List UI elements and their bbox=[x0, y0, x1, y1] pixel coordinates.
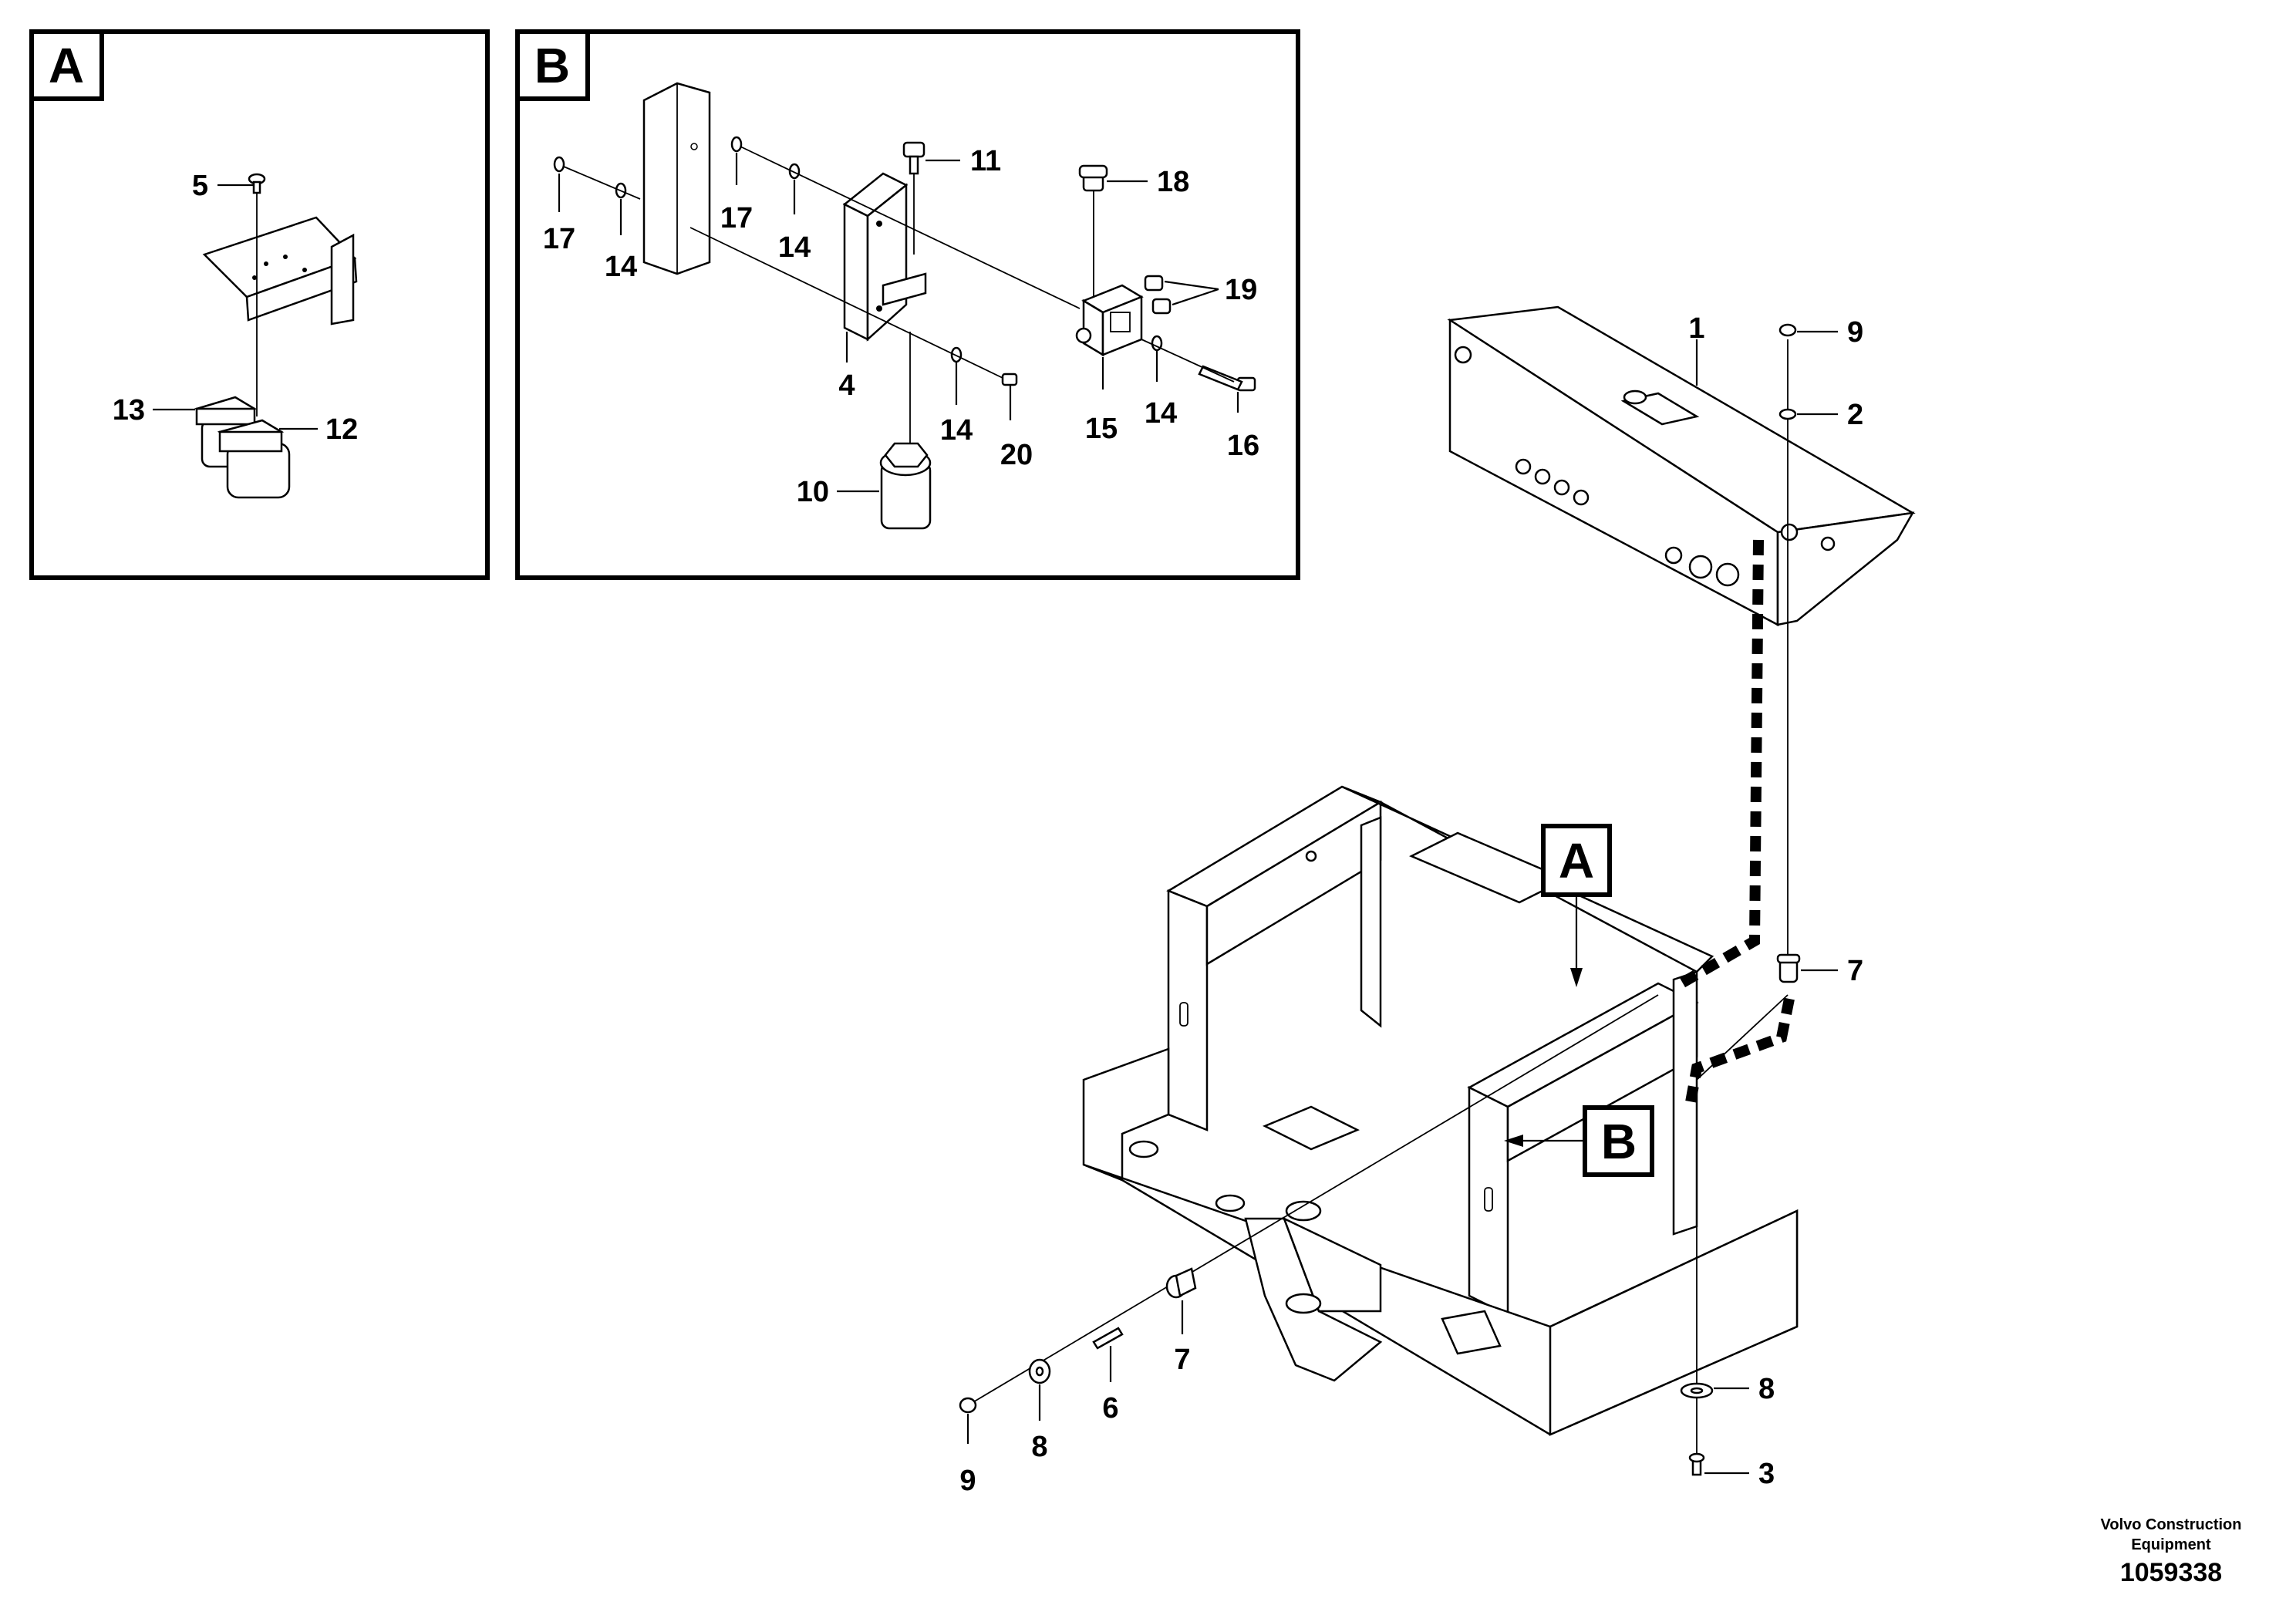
callout-label: 8 bbox=[1031, 1431, 1047, 1463]
leader-arrow bbox=[1570, 968, 1583, 987]
callout-label: 14 bbox=[778, 231, 811, 264]
callout-label: 2 bbox=[1847, 399, 1863, 431]
frame-illustration bbox=[1166, 785, 1714, 1317]
callout-label: 9 bbox=[1847, 316, 1863, 349]
callout-label: 18 bbox=[1157, 166, 1189, 198]
callout-label: 7 bbox=[1847, 955, 1863, 987]
main-assembly: A B 1 9 2 7 8 3 7 6 8 9 bbox=[959, 305, 1916, 1497]
detail-b-tag-box bbox=[515, 29, 590, 101]
callout-label: 9 bbox=[959, 1465, 976, 1497]
callout-label: 11 bbox=[970, 145, 1001, 177]
callout-label: 1 bbox=[1688, 312, 1704, 345]
callout-label: 17 bbox=[543, 223, 575, 255]
detail-b-tag: B bbox=[534, 38, 570, 93]
caption-line2: Equipment bbox=[2131, 1536, 2211, 1553]
detail-a-panel: A 5 13 12 bbox=[29, 29, 490, 580]
callout-label: 4 bbox=[838, 369, 855, 402]
callout-label: 15 bbox=[1085, 413, 1118, 445]
detail-a-tag-box bbox=[29, 29, 104, 101]
callout-label: 13 bbox=[113, 394, 145, 427]
detail-b-frame bbox=[515, 29, 1300, 580]
callout-label: 3 bbox=[1758, 1458, 1775, 1490]
screw-illustration bbox=[248, 173, 266, 416]
filter-illustration bbox=[879, 332, 932, 530]
callout-label: 7 bbox=[1174, 1344, 1190, 1376]
callout-label: 20 bbox=[1000, 439, 1033, 471]
frame-post-illustration bbox=[642, 82, 711, 275]
callout-label: 12 bbox=[325, 413, 358, 446]
callout-label: 6 bbox=[1102, 1392, 1118, 1425]
leader-line bbox=[1172, 288, 1219, 306]
leader-arrow bbox=[1504, 1135, 1523, 1147]
mount-axis-left bbox=[959, 994, 1659, 1414]
callout-label: 17 bbox=[720, 202, 753, 234]
detail-b-ref: B bbox=[1601, 1114, 1637, 1169]
bracket-illustration bbox=[842, 172, 927, 342]
assembly-axis-lines bbox=[563, 146, 1235, 383]
washer-screw-set-illustration bbox=[553, 136, 1256, 392]
detail-b-panel: B bbox=[515, 29, 1300, 580]
fittings-illustration bbox=[1144, 275, 1172, 315]
detail-a-frame bbox=[29, 29, 490, 580]
callout-label: 8 bbox=[1758, 1373, 1775, 1405]
caption-company: Volvo Construction bbox=[2101, 1516, 2242, 1533]
callout-label: 19 bbox=[1225, 274, 1257, 306]
control-box-illustration bbox=[1447, 305, 1916, 627]
leader-line bbox=[1164, 280, 1219, 291]
callout-label: 16 bbox=[1227, 430, 1259, 462]
mount-axis-right bbox=[1680, 323, 1801, 1476]
filter-assembly-illustration bbox=[194, 396, 291, 499]
detail-a-tag: A bbox=[49, 38, 84, 93]
bracket-plate-illustration bbox=[202, 216, 358, 325]
detail-a-ref-box bbox=[1541, 824, 1612, 897]
callout-label: 14 bbox=[605, 251, 637, 283]
connector-block-illustration bbox=[1075, 284, 1144, 357]
drawing-number: 1059338 bbox=[2120, 1558, 2222, 1587]
callout-label: 5 bbox=[192, 170, 208, 202]
callout-label: 14 bbox=[940, 414, 973, 447]
plug-illustration bbox=[1078, 164, 1108, 297]
detail-a-ref: A bbox=[1559, 833, 1594, 889]
callout-label: 10 bbox=[797, 476, 829, 508]
bolt-illustration bbox=[902, 141, 925, 255]
chassis-illustration bbox=[1082, 1047, 1799, 1436]
drawing-caption: Volvo Construction Equipment 1059338 bbox=[2101, 1516, 2242, 1587]
cable-route-illustration bbox=[1678, 539, 1795, 1112]
callout-label: 14 bbox=[1145, 397, 1177, 430]
